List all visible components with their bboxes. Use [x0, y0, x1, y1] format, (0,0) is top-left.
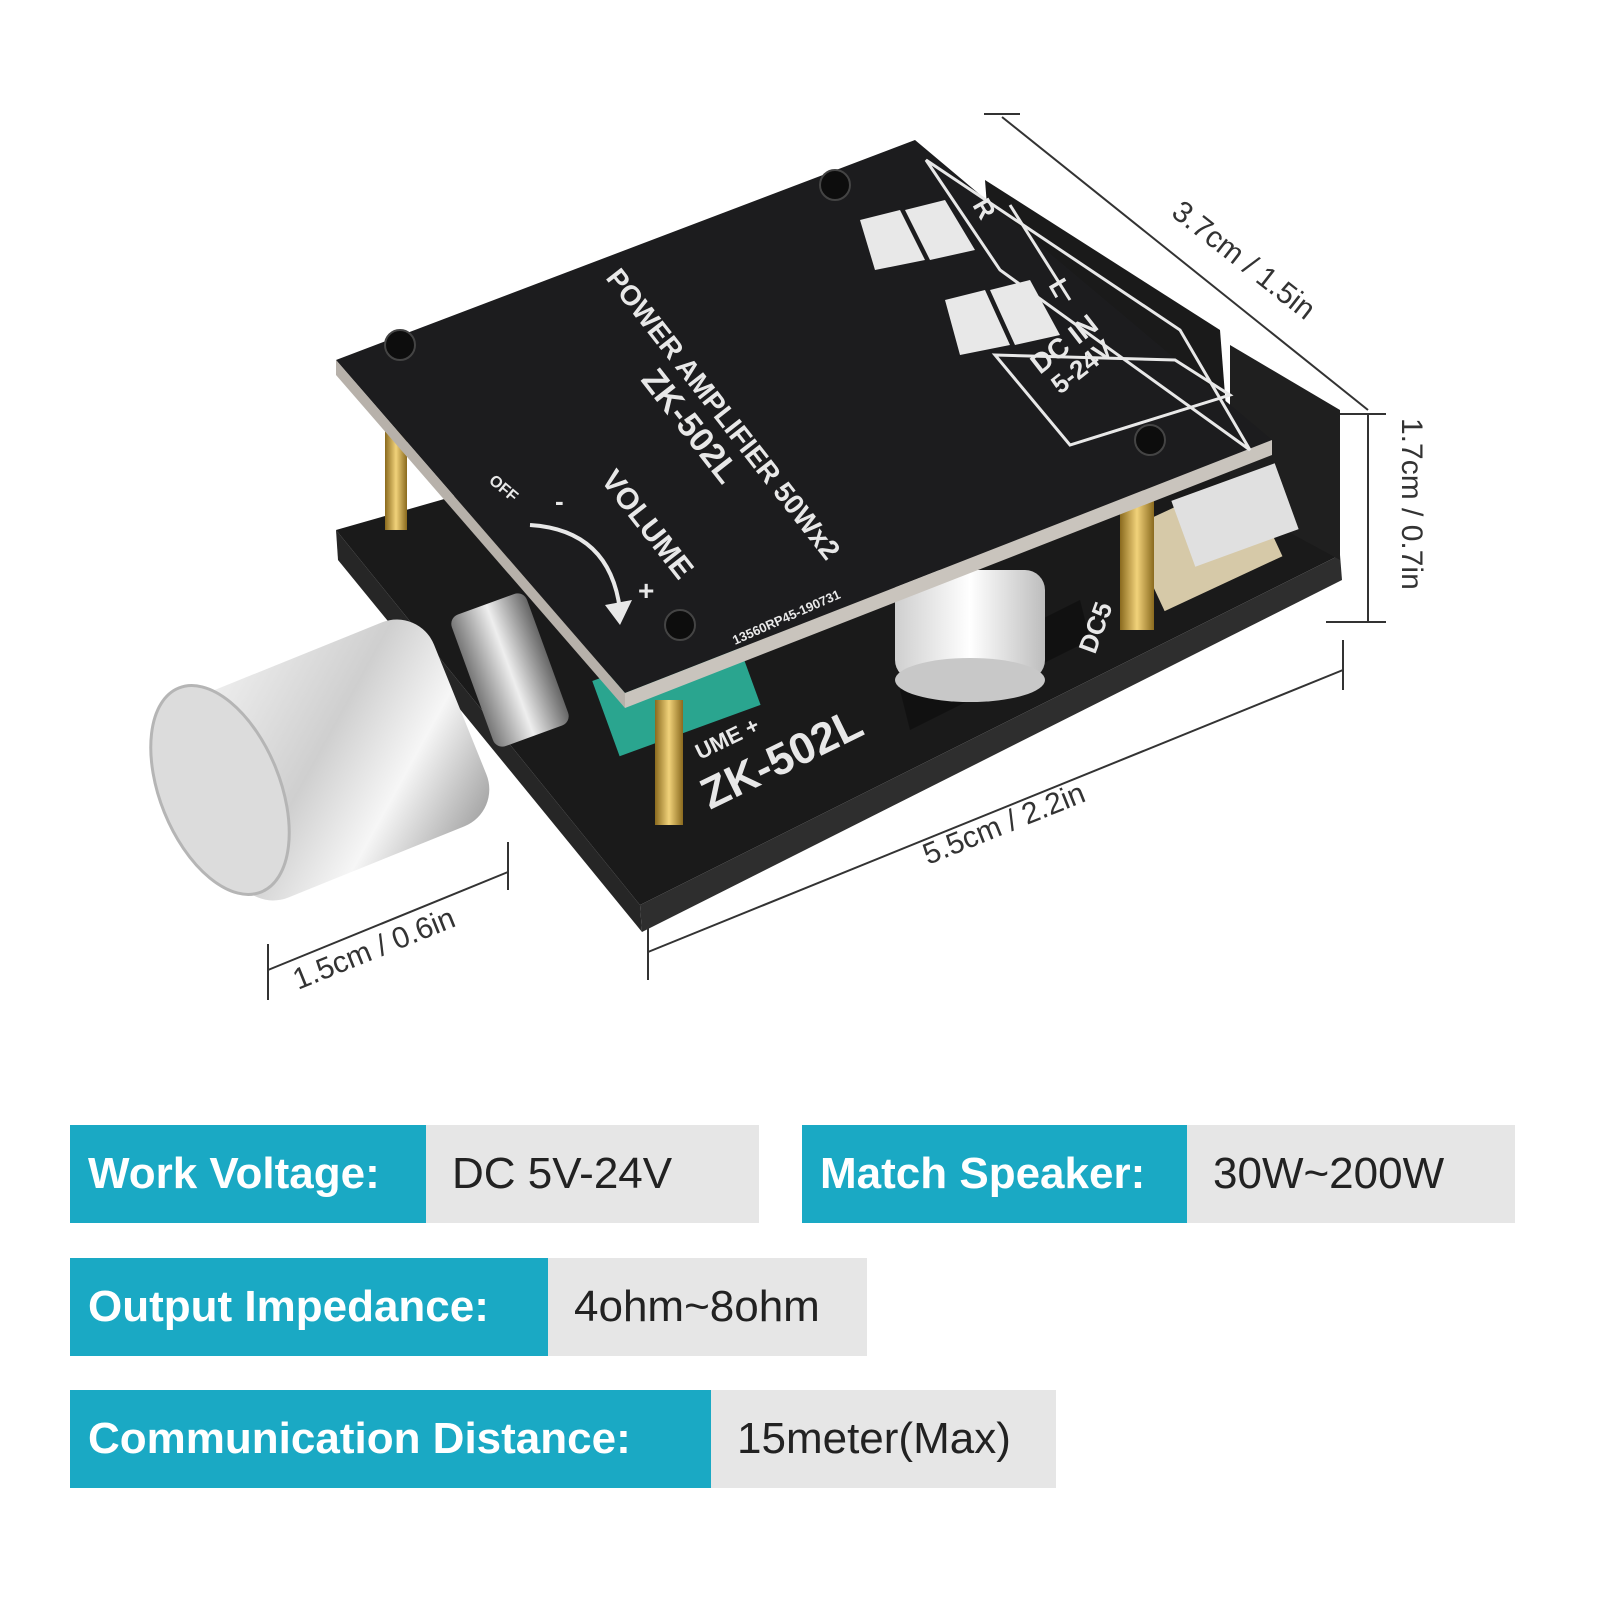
knob-dimension-label: 1.5cm / 0.6in [288, 902, 460, 997]
product-illustration: 3.7cm / 1.5in 1.7cm / 0.7in 5.5cm / 2.2i… [149, 113, 1428, 1000]
spec-label: Communication Distance: [70, 1390, 711, 1488]
spec-communication-distance: Communication Distance: 15meter(Max) [70, 1390, 1056, 1488]
capacitor [895, 570, 1045, 702]
upper-board [336, 140, 1272, 708]
spec-work-voltage: Work Voltage: DC 5V-24V [70, 1125, 759, 1223]
dimension-lines [267, 113, 1386, 1000]
spec-output-impedance: Output Impedance: 4ohm~8ohm [70, 1258, 867, 1356]
volume-knob [149, 593, 569, 901]
volume-plus: + [638, 575, 654, 606]
brass-standoffs [385, 430, 1154, 825]
spec-match-speaker: Match Speaker: 30W~200W [802, 1125, 1515, 1223]
spec-label: Output Impedance: [70, 1258, 548, 1356]
spec-label: Match Speaker: [802, 1125, 1187, 1223]
volume-minus: - [555, 486, 564, 516]
spec-value: DC 5V-24V [426, 1125, 759, 1223]
height-dimension-label: 1.7cm / 0.7in [1395, 418, 1428, 590]
length-dimension-label: 5.5cm / 2.2in [918, 777, 1090, 872]
spec-value: 15meter(Max) [711, 1390, 1056, 1488]
depth-dimension-label: 3.7cm / 1.5in [1166, 195, 1322, 327]
spec-value: 4ohm~8ohm [548, 1258, 867, 1356]
spec-label: Work Voltage: [70, 1125, 426, 1223]
spec-value: 30W~200W [1187, 1125, 1515, 1223]
